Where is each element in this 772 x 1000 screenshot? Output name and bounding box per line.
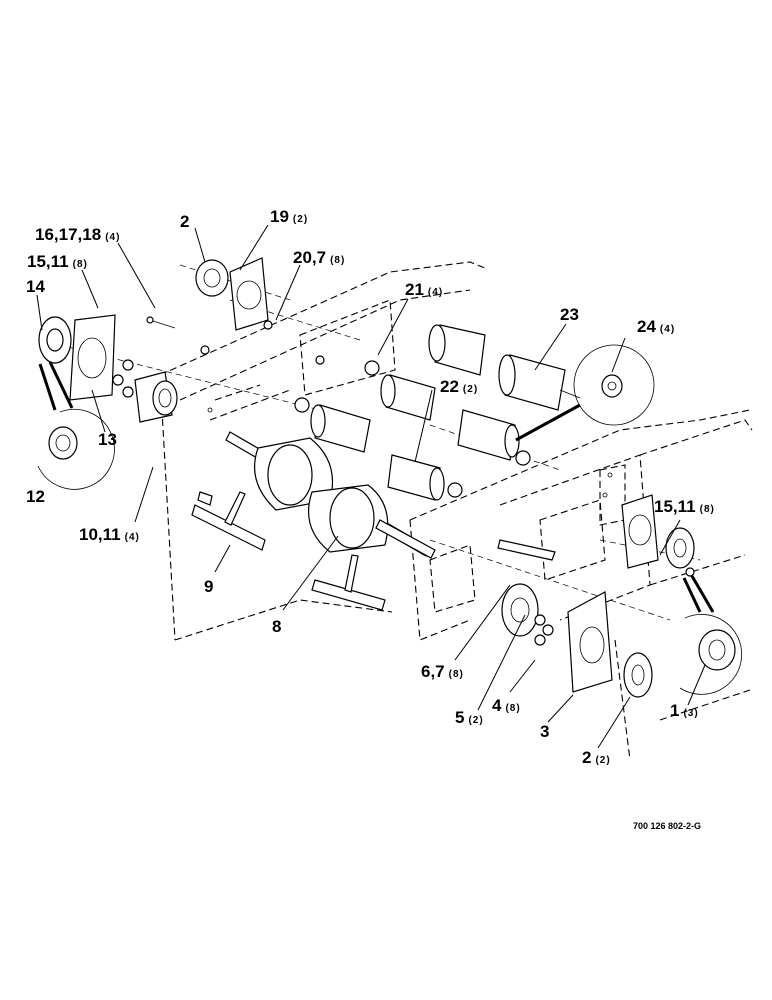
callout-labels: 1(3) 2 2(2) 3 4(8) 5(2) 6,7(8) 8 9 10,11… — [26, 207, 715, 767]
callout-14: 14 — [26, 277, 45, 296]
callout-19: 19(2) — [270, 207, 308, 226]
callout-21: 21(4) — [405, 280, 443, 299]
callout-8: 8 — [272, 617, 281, 636]
callout-16-17-18: 16,17,18(4) — [35, 225, 120, 244]
leader-lines — [36, 224, 706, 749]
callout-5: 5(2) — [455, 708, 484, 727]
callout-3: 3 — [540, 722, 549, 741]
callout-15-11-right: 15,11(8) — [654, 497, 715, 516]
callout-4: 4(8) — [492, 696, 521, 715]
callout-23: 23 — [560, 305, 579, 324]
detail-circle-12 — [37, 361, 115, 490]
shaft-centerlines — [39, 264, 701, 621]
callout-2-bottom: 2(2) — [582, 748, 611, 767]
callout-12: 12 — [26, 487, 45, 506]
right-bearing-assembly — [497, 494, 695, 698]
callout-20-7: 20,7(8) — [293, 248, 345, 267]
idler-rollers — [294, 324, 581, 501]
callout-1: 1(3) — [670, 701, 699, 720]
callout-24: 24(4) — [637, 317, 675, 336]
main-roller-shaft — [225, 431, 436, 559]
callout-6-7: 6,7(8) — [421, 662, 464, 681]
callout-22: 22(2) — [440, 377, 478, 396]
callout-15-11-left: 15,11(8) — [27, 252, 88, 271]
figure-code: 700 126 802-2-G — [633, 821, 701, 831]
callout-2-top: 2 — [180, 212, 189, 231]
detail-circle-24 — [515, 344, 655, 442]
support-brackets — [191, 491, 386, 611]
detail-circle-1 — [679, 575, 742, 695]
callout-10-11: 10,11(4) — [79, 525, 140, 544]
top-bearing-assembly — [195, 257, 325, 365]
callout-13: 13 — [98, 430, 117, 449]
left-bearing-assembly — [38, 314, 210, 423]
callout-9: 9 — [204, 577, 213, 596]
